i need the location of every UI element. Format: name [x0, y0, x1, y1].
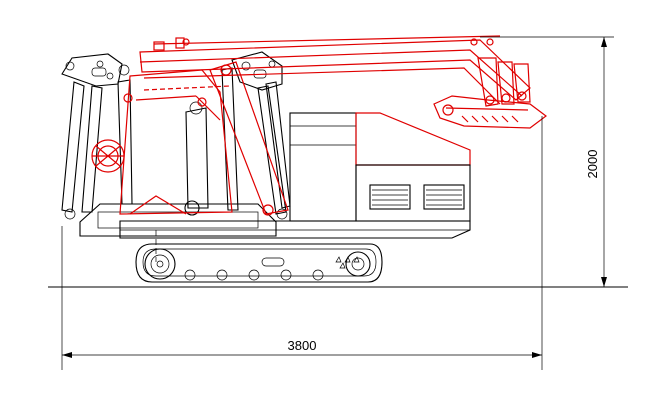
length-dimension: 3800 [61, 116, 543, 370]
boom-assembly [91, 35, 547, 216]
length-label: 3800 [288, 338, 317, 353]
right-outrigger [220, 51, 291, 220]
height-label: 2000 [585, 150, 600, 179]
height-dimension: 2000 [480, 36, 614, 287]
lift-cylinder [184, 101, 209, 216]
left-outrigger [61, 53, 133, 220]
crawler-track [135, 243, 383, 283]
chassis-body [119, 112, 471, 239]
outrigger-base [79, 203, 277, 262]
